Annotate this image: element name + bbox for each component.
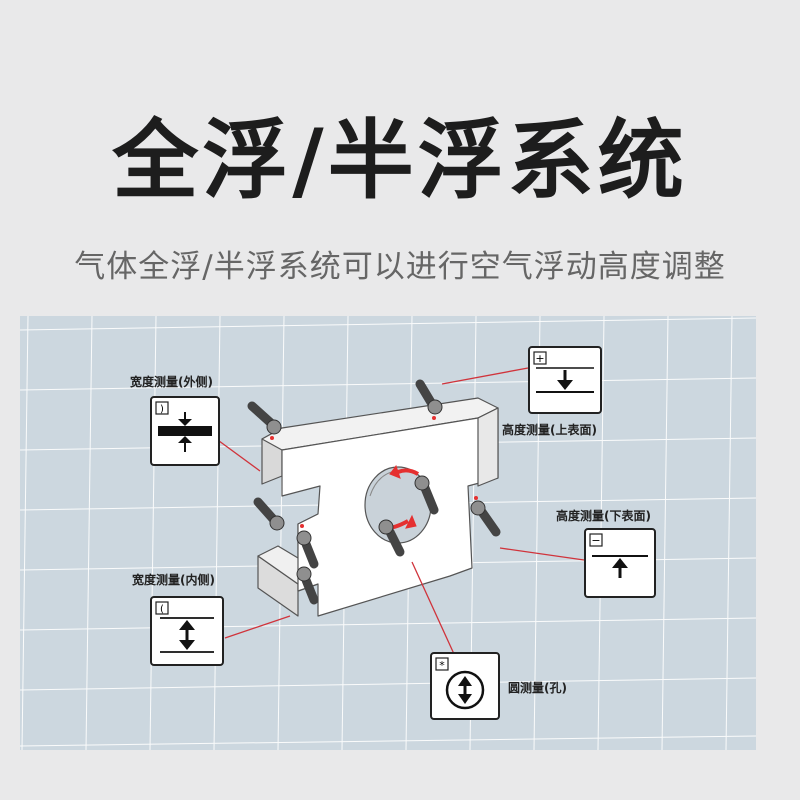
label-width-inner: 宽度测量(内侧): [132, 573, 215, 587]
leader-lines: [214, 367, 585, 655]
diagram-canvas: [20, 316, 756, 750]
width-inner-mark: (: [160, 604, 164, 615]
label-height-upper: 高度测量(上表面): [502, 423, 597, 437]
height-lower-icon: −: [584, 528, 656, 598]
page-title: 全浮/半浮系统: [112, 111, 688, 211]
diagram-panel: 宽度测量(外侧) 高度测量(上表面) 高度测量(下表面) 宽度测量(内侧) 圆测…: [20, 316, 756, 750]
width-outer-mark: ): [160, 404, 164, 415]
label-height-lower: 高度测量(下表面): [556, 509, 651, 523]
height-lower-mark: −: [591, 534, 600, 547]
circle-icon: *: [430, 652, 500, 720]
label-circle: 圆测量(孔): [508, 681, 567, 695]
height-upper-mark: +: [535, 352, 544, 365]
circle-mark: *: [439, 659, 445, 672]
width-inner-icon: (: [150, 596, 224, 666]
height-upper-icon: +: [528, 346, 602, 414]
workpiece: [257, 397, 499, 617]
probes: [247, 379, 501, 605]
width-outer-icon: ): [150, 396, 220, 466]
page-subtitle: 气体全浮/半浮系统可以进行空气浮动高度调整: [74, 249, 726, 285]
label-width-outer: 宽度测量(外侧): [130, 375, 213, 389]
contact-markers: [270, 416, 478, 528]
workpiece-right-face: [477, 407, 499, 487]
